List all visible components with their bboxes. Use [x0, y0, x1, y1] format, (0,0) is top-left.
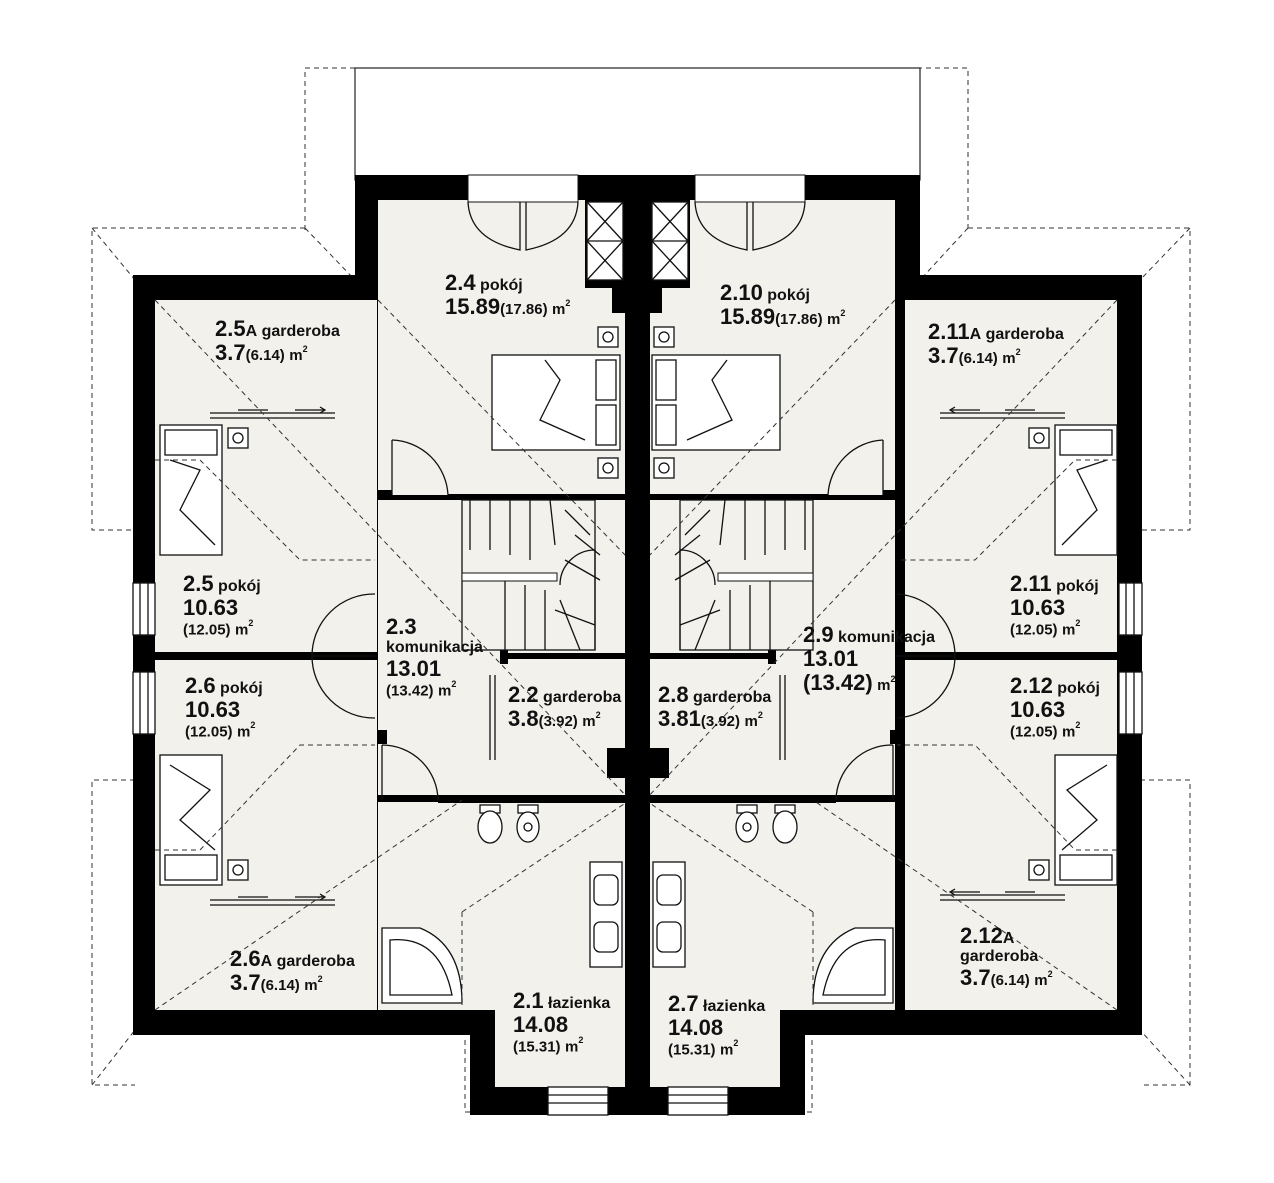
room-label-2-4: 2.4 pokój 15.89(17.86) m2 — [445, 270, 571, 319]
room-label-2-5: 2.5 pokój 10.63 (12.05) m2 — [183, 571, 261, 639]
vent-shafts — [586, 201, 689, 281]
balcony — [354, 67, 921, 181]
roof-slopes — [154, 299, 1118, 1011]
bed-2-11 — [1028, 424, 1118, 556]
room-label-2-12: 2.12 pokój 10.63 (12.05) m2 — [1010, 673, 1100, 741]
room-label-2-3: 2.3 komunikacja 13.01 (13.42) m2 — [386, 614, 483, 700]
room-label-2-5a: 2.5A garderoba 3.7(6.14) m2 — [215, 316, 340, 365]
sink-left — [589, 861, 623, 968]
room-label-2-2: 2.2 garderoba 3.8(3.92) m2 — [508, 682, 622, 731]
partitions — [155, 494, 1117, 803]
staircase-left — [461, 499, 601, 651]
room-label-2-12a: 2.12A garderoba 3.7(6.14) m2 — [960, 923, 1053, 990]
room-label-2-11: 2.11 pokój 10.63 (12.05) m2 — [1010, 571, 1099, 639]
staircase-right — [674, 499, 814, 651]
roof-outline — [91, 67, 1191, 1113]
room-label-2-9: 2.9 komunikacja 13.01 (13.42) m2 — [803, 622, 935, 695]
room-label-2-10: 2.10 pokój 15.89(17.86) m2 — [720, 280, 846, 329]
room-label-2-1: 2.1 łazienka 14.08 (15.31) m2 — [513, 988, 611, 1056]
room-label-2-6: 2.6 pokój 10.63 (12.05) m2 — [185, 673, 263, 741]
room-label-2-8: 2.8 garderoba 3.81(3.92) m2 — [658, 682, 772, 731]
partition-jambs — [377, 490, 900, 744]
toilet-left — [477, 804, 540, 844]
room-label-2-11a: 2.11A garderoba 3.7(6.14) m2 — [928, 319, 1064, 368]
room-label-2-6a: 2.6A garderoba 3.7(6.14) m2 — [230, 946, 355, 995]
bed-2-4 — [491, 326, 621, 479]
sink-right — [652, 861, 686, 968]
windows — [132, 582, 1143, 1116]
bed-2-12 — [1028, 754, 1118, 886]
door-swings — [311, 439, 956, 801]
bed-2-10 — [651, 326, 781, 479]
balcony-doors — [467, 174, 806, 251]
bed-2-5 — [159, 424, 249, 556]
party-wall — [625, 175, 650, 1115]
room-label-2-7: 2.7 łazienka 14.08 (15.31) m2 — [668, 991, 766, 1059]
bed-2-6 — [159, 754, 249, 886]
toilet-right — [735, 804, 798, 844]
sliding-doors — [210, 406, 1065, 906]
